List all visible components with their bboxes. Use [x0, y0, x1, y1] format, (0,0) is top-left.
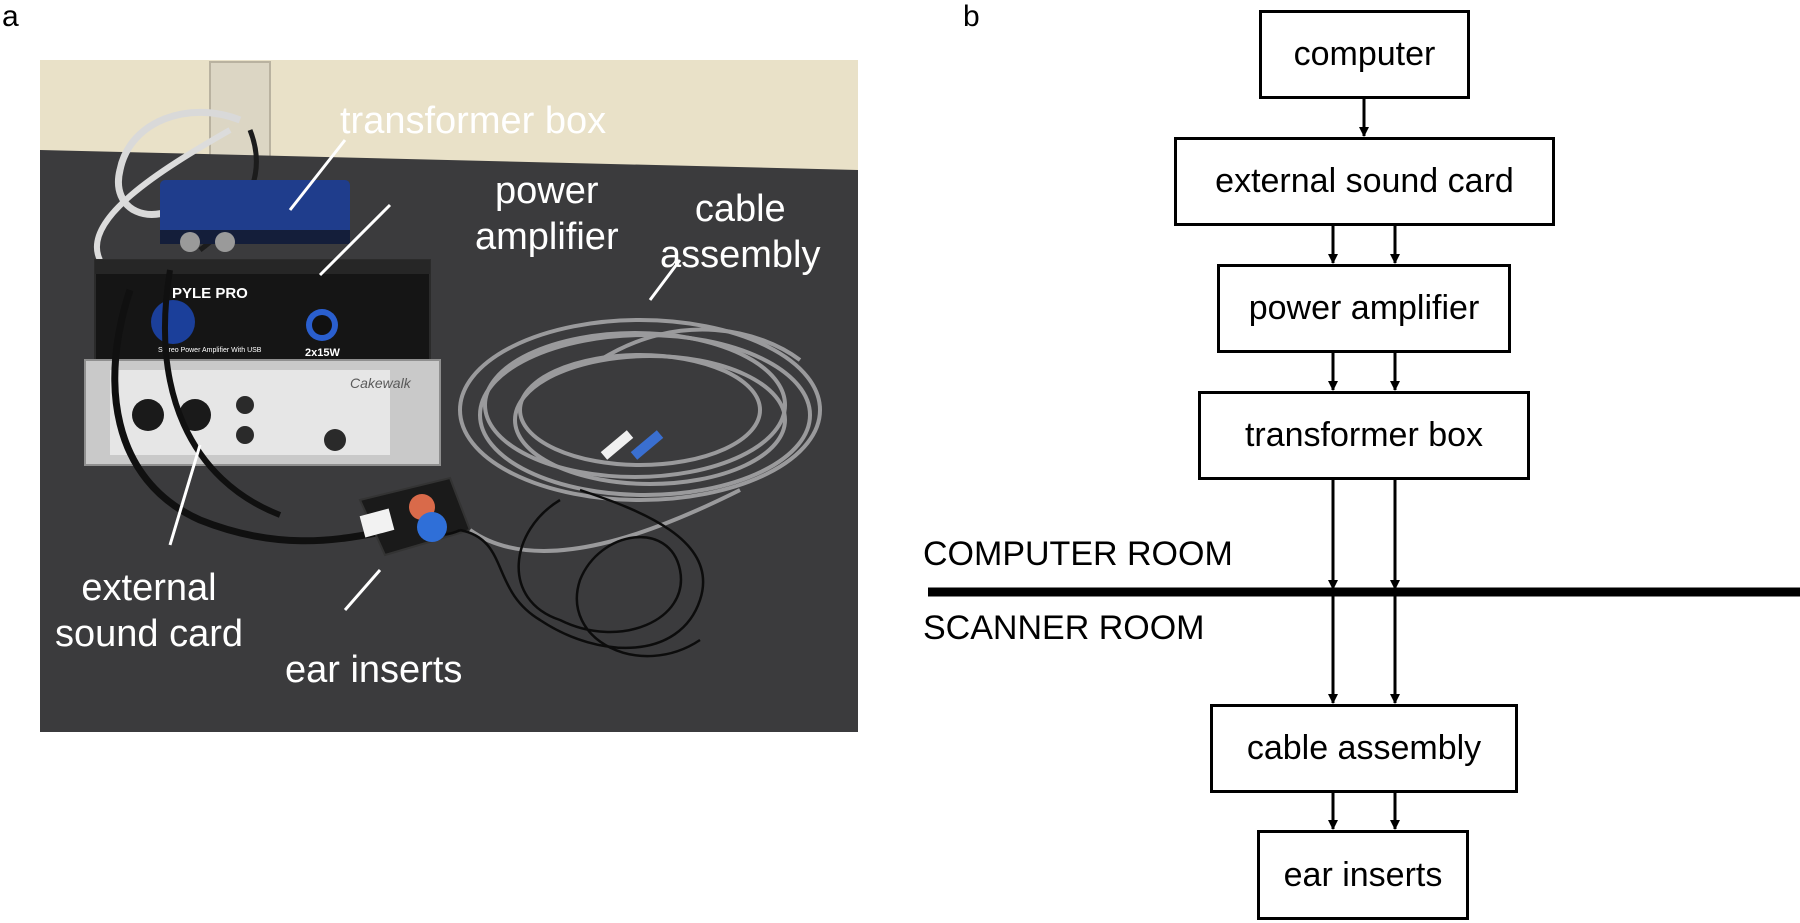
- box-ear-inserts: ear inserts: [1257, 830, 1469, 920]
- xlr-input-1: [132, 399, 164, 431]
- box-power-amplifier: power amplifier: [1217, 264, 1511, 353]
- cable-connector-1: [600, 430, 634, 460]
- leader-power-amplifier: [318, 203, 392, 277]
- amp-rating-text: 2x15W: [305, 347, 340, 359]
- panel-b-letter: b: [963, 0, 980, 33]
- panel-a-letter: a: [2, 0, 19, 33]
- label-external-sound-card: external sound card: [55, 567, 244, 655]
- room-label-scanner: SCANNER ROOM: [923, 609, 1205, 647]
- black-audio-cable-2: [161, 269, 282, 518]
- label-power-amplifier: power amplifier: [475, 170, 619, 258]
- sound-card-knob-2: [236, 426, 254, 444]
- equipment-photo: PYLE PRO Stereo Power Amplifier With USB…: [40, 60, 858, 732]
- xlr-input-2: [179, 399, 211, 431]
- box-external-sound-card: external sound card: [1174, 137, 1555, 226]
- ear-insert-tip-left: [359, 508, 395, 538]
- sound-card-brand-text: Cakewalk: [350, 375, 412, 391]
- sound-card-volume-knob: [324, 429, 346, 451]
- white-cord: [94, 127, 232, 262]
- leader-external-sound-card: [168, 444, 202, 546]
- leader-transformer-box: [288, 139, 347, 211]
- power-amplifier-top: [95, 260, 430, 274]
- leader-ear-inserts: [343, 569, 382, 611]
- ear-insert-blue: [417, 512, 447, 542]
- white-power-cord: [115, 108, 242, 218]
- sound-card-knob-1: [236, 396, 254, 414]
- amp-brand-text: PYLE PRO: [172, 285, 248, 302]
- black-audio-cable: [111, 288, 401, 545]
- box-transformer-box: transformer box: [1198, 391, 1530, 480]
- label-ear-inserts: ear inserts: [285, 649, 463, 691]
- box-computer: computer: [1259, 10, 1470, 99]
- leader-cable-assembly: [648, 259, 682, 301]
- label-cable-assembly: cable assembly: [660, 188, 821, 276]
- amp-caption-text: Stereo Power Amplifier With USB: [158, 347, 262, 354]
- transformer-box-base: [160, 230, 350, 244]
- equipment-photo-drawing: PYLE PRO Stereo Power Amplifier With USB…: [40, 60, 858, 732]
- label-transformer-box: transformer box: [340, 100, 607, 142]
- gray-cable-coil: [458, 318, 822, 553]
- bnc-connector-right: [215, 232, 235, 252]
- box-cable-assembly: cable assembly: [1210, 704, 1518, 793]
- amp-volume-knob: [312, 315, 332, 335]
- room-label-computer: COMPUTER ROOM: [923, 535, 1233, 573]
- bnc-connector-left: [180, 232, 200, 252]
- cable-connector-2: [630, 430, 664, 460]
